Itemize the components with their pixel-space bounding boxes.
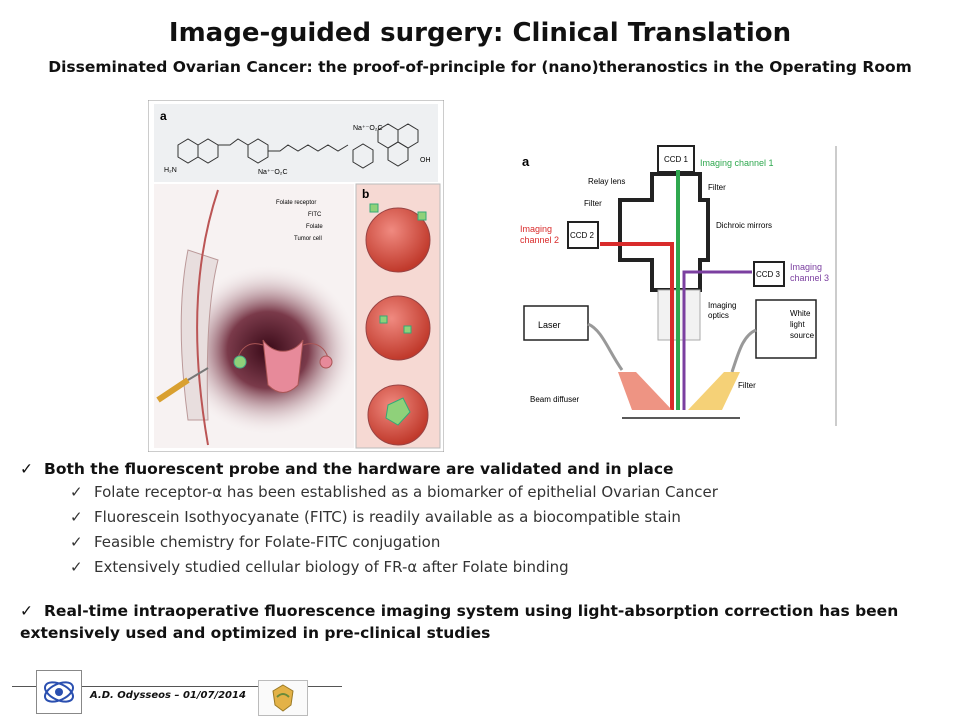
panel-a-label-right: a — [522, 154, 530, 169]
bullet-sub-4-text: Extensively studied cellular biology of … — [94, 558, 569, 576]
bullet-main-2: ✓ Real-time intraoperative fluorescence i… — [20, 600, 940, 622]
red-beam — [600, 242, 674, 410]
ccd2-label: CCD 2 — [570, 231, 595, 240]
ccd1-box — [657, 145, 695, 173]
white-light-label-line3: source — [790, 331, 815, 340]
white-light-label-line1: White — [790, 309, 811, 318]
beam-diffuser-label: Beam diffuser — [530, 395, 580, 404]
bullet-sub-2: ✓ Fluorescein Isothyocyanate (FITC) is re… — [20, 505, 940, 530]
bullet-sub-4: ✓ Extensively studied cellular biology of… — [20, 555, 940, 580]
arm-vessel — [196, 189, 219, 446]
lab-logo-icon — [43, 681, 75, 703]
imaging-optics-label-line1: Imaging — [708, 301, 736, 310]
chem-text-oh: OH — [420, 157, 431, 164]
ccd2-box — [567, 221, 599, 249]
ccd3-box — [753, 261, 785, 287]
label-fitc: FITC — [308, 212, 322, 218]
checkmark-icon: ✓ — [20, 460, 33, 478]
figure-left-folate-fitc: a H₂N Na⁺⁻O₂C Na⁺⁻O₂C OH — [147, 99, 445, 453]
imaging-channel-2-label-line1: Imaging — [520, 224, 552, 234]
footer-author-date: A.D. Odysseos – 01/07/2014 — [90, 690, 246, 701]
ccd3-label: CCD 3 — [756, 270, 781, 279]
dichroic-mirrors-label: Dichroic mirrors — [716, 221, 772, 230]
ccd1-label: CCD 1 — [664, 155, 689, 164]
label-folate: Folate — [306, 224, 323, 230]
fitc-markers — [369, 203, 427, 426]
folate-fitc-illustration: a H₂N Na⁺⁻O₂C Na⁺⁻O₂C OH — [147, 99, 445, 453]
white-light-box — [755, 299, 817, 359]
label-tumor-cell: Tumor cell — [294, 236, 322, 242]
purple-beam — [682, 270, 752, 410]
bullet-main-1-text: Both the fluorescent probe and the hardw… — [44, 460, 674, 478]
laser-box — [523, 305, 589, 341]
bullet-sub-3-text: Feasible chemistry for Folate-FITC conju… — [94, 533, 441, 551]
tumor-cell-1 — [365, 207, 431, 273]
bullet-sub-3: ✓ Feasible chemistry for Folate-FITC conj… — [20, 530, 940, 555]
panel-a-label: a — [160, 109, 167, 123]
filter-left-label: Filter — [584, 199, 602, 208]
tumor-cell-2 — [365, 295, 431, 361]
filter-top-label: Filter — [708, 183, 726, 192]
bullet-main-1: ✓ Both the fluorescent probe and the hard… — [20, 458, 940, 480]
white-light-cone — [688, 372, 740, 410]
panel-b-label: b — [362, 187, 369, 201]
chem-text-na-1: Na⁺⁻O₂C — [258, 169, 288, 176]
bullet-list: ✓ Both the fluorescent probe and the hard… — [20, 458, 940, 644]
slide-subtitle: Disseminated Ovarian Cancer: the proof-o… — [48, 58, 912, 76]
imaging-channel-3-label-line1: Imaging — [790, 262, 822, 272]
light-fiber — [730, 328, 757, 373]
imaging-channel-3-label-line2: channel 3 — [790, 273, 829, 283]
slide-title: Image-guided surgery: Clinical Translati… — [168, 18, 792, 48]
checkmark-icon: ✓ — [70, 558, 83, 576]
figure-right-imaging-system: a CCD 1 Imaging channel 1 Filter CCD 2 I… — [512, 140, 842, 430]
white-light-label-line2: light — [790, 320, 805, 329]
checkmark-icon: ✓ — [70, 483, 83, 501]
imaging-channel-1-label: Imaging channel 1 — [700, 158, 774, 168]
checkmark-icon: ✓ — [20, 602, 33, 620]
bullet-sub-1-text: Folate receptor-α has been established a… — [94, 483, 718, 501]
bullet-main-2-line2: extensively used and optimized in pre-cl… — [20, 624, 491, 642]
checkmark-icon: ✓ — [70, 508, 83, 526]
imaging-channel-2-label-line2: channel 2 — [520, 235, 559, 245]
footer-divider — [12, 686, 342, 687]
bullet-sub-2-text: Fluorescein Isothyocyanate (FITC) is rea… — [94, 508, 681, 526]
lab-logo — [36, 670, 82, 714]
chem-text-na-2: Na⁺⁻O₂C — [353, 125, 383, 132]
imaging-system-diagram: a CCD 1 Imaging channel 1 Filter CCD 2 I… — [520, 145, 837, 426]
laser-label: Laser — [538, 320, 561, 330]
uterus-illustration — [233, 339, 333, 393]
imaging-optics-label-line2: optics — [708, 311, 729, 320]
syringe-needle — [187, 367, 209, 381]
bullet-main-2-line1: Real-time intraoperative fluorescence im… — [44, 602, 899, 620]
cyprus-emblem-logo — [258, 680, 308, 716]
syringe — [156, 377, 190, 403]
chem-structure-drawing — [177, 123, 419, 169]
laser-fiber — [587, 322, 624, 371]
label-folate-receptor: Folate receptor — [276, 200, 316, 206]
emblem-icon — [272, 684, 294, 712]
filter-bottom-label: Filter — [738, 381, 756, 390]
bullet-sub-1: ✓ Folate receptor-α has been established … — [20, 480, 940, 505]
checkmark-icon: ✓ — [70, 533, 83, 551]
chem-text-h2n: H₂N — [164, 167, 177, 174]
laser-beam-cone — [618, 372, 672, 410]
relay-lens-label: Relay lens — [588, 177, 625, 186]
